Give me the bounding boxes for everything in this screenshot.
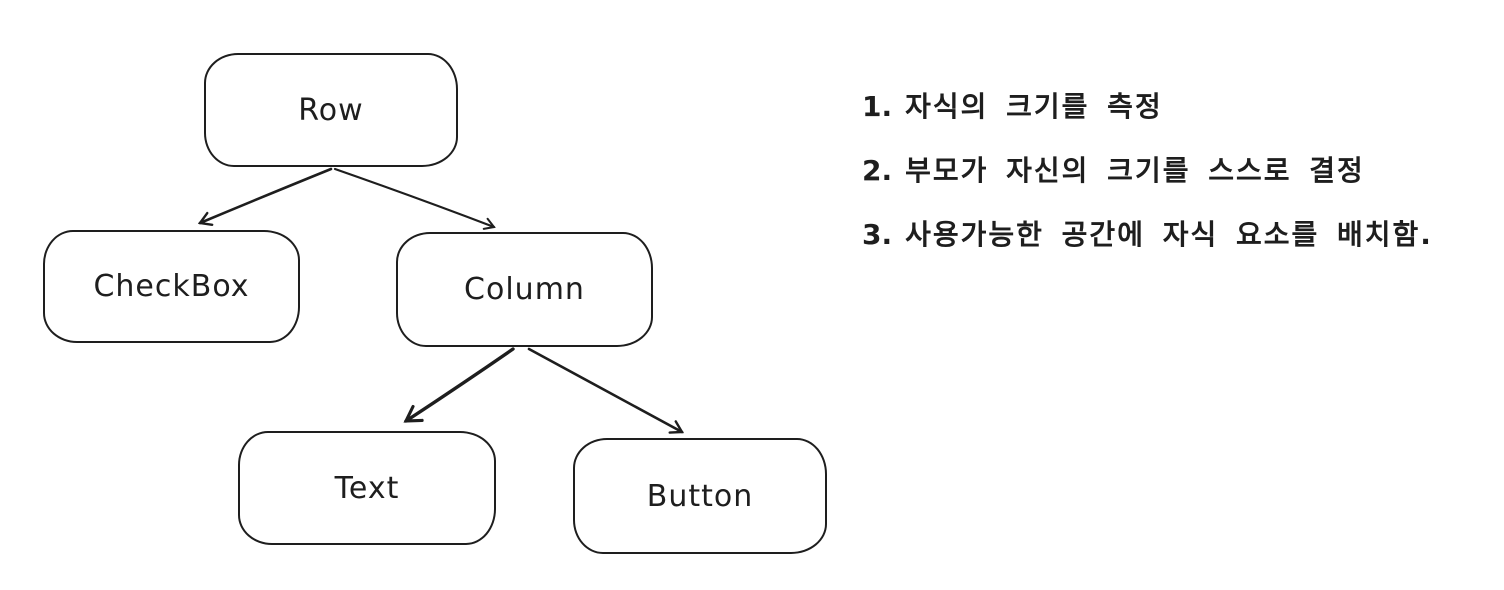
edge-column-button	[527, 347, 685, 434]
list-item: 2. 부모가 자신의 크기를 스스로 결정	[862, 154, 1433, 188]
node-text-label: Text	[334, 470, 400, 506]
node-row: Row	[204, 53, 458, 167]
edge-row-column	[333, 167, 496, 230]
node-text: Text	[238, 431, 496, 545]
list-item-number: 3.	[862, 218, 893, 251]
list-item-text: 사용가능한 공간에 자식 요소를 배치함.	[905, 218, 1433, 251]
node-button-label: Button	[646, 478, 754, 514]
list-item: 1. 자식의 크기를 측정	[862, 90, 1433, 124]
node-button: Button	[573, 438, 827, 554]
node-checkbox: CheckBox	[43, 230, 300, 343]
list-item-number: 2.	[862, 154, 893, 187]
list-item: 3. 사용가능한 공간에 자식 요소를 배치함.	[862, 218, 1433, 252]
edge-column-text	[403, 347, 515, 423]
notes-list: 1. 자식의 크기를 측정 2. 부모가 자신의 크기를 스스로 결정 3. 사…	[862, 90, 1433, 252]
list-item-number: 1.	[862, 90, 893, 123]
list-item-text: 자식의 크기를 측정	[905, 90, 1163, 123]
node-row-label: Row	[298, 92, 364, 128]
node-column-label: Column	[464, 272, 585, 307]
edge-row-checkbox	[197, 167, 333, 226]
node-column: Column	[396, 232, 653, 347]
list-item-text: 부모가 자신의 크기를 스스로 결정	[905, 154, 1365, 187]
node-checkbox-label: CheckBox	[93, 269, 250, 304]
